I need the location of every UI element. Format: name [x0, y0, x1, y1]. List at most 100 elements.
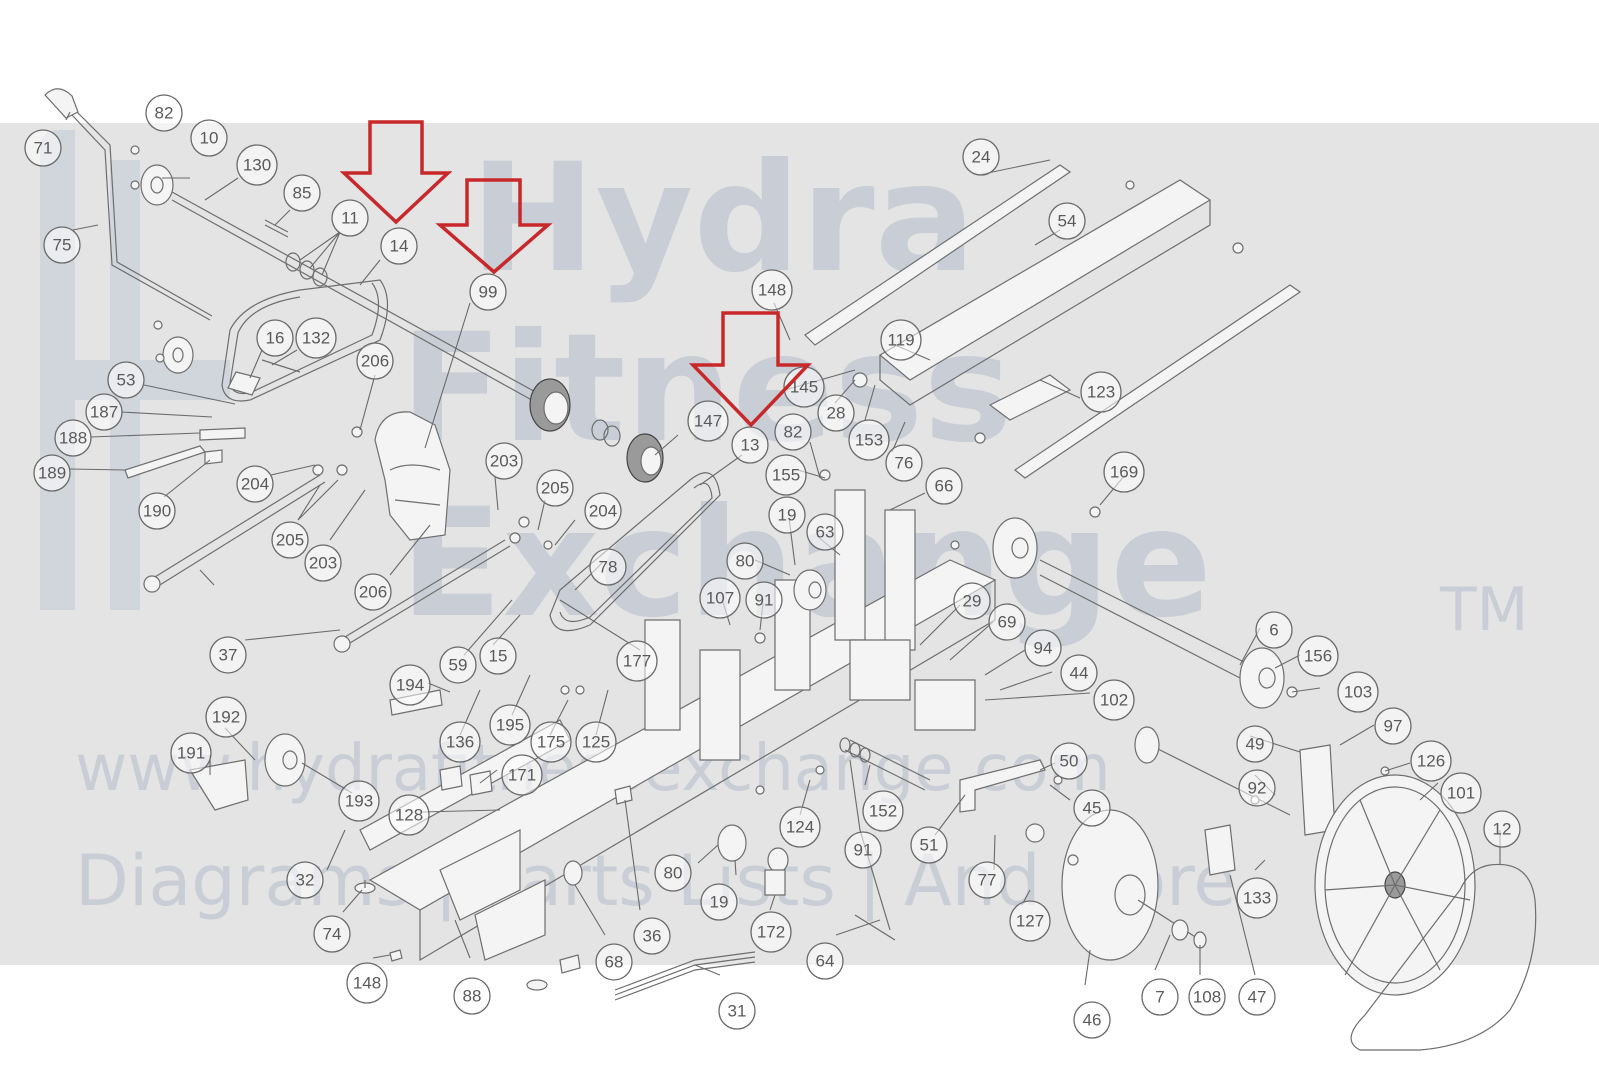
- callout-77: 77: [968, 861, 1006, 899]
- callout-53: 53: [107, 361, 145, 399]
- callout-123: 123: [1080, 371, 1122, 413]
- svg-text:82: 82: [784, 423, 803, 442]
- callout-10: 10: [190, 119, 228, 157]
- svg-text:69: 69: [998, 613, 1017, 632]
- svg-text:192: 192: [212, 708, 240, 727]
- svg-text:124: 124: [786, 818, 814, 837]
- callout-205: 205: [536, 469, 574, 507]
- callout-188: 188: [54, 419, 92, 457]
- svg-text:28: 28: [827, 404, 846, 423]
- svg-text:88: 88: [463, 987, 482, 1006]
- callout-175: 175: [530, 721, 572, 763]
- callout-28: 28: [817, 394, 855, 432]
- callout-19: 19: [768, 496, 806, 534]
- callout-206: 206: [354, 573, 392, 611]
- callout-16: 16: [256, 319, 294, 357]
- callout-124: 124: [779, 806, 821, 848]
- callout-15: 15: [479, 637, 517, 675]
- svg-text:136: 136: [446, 733, 474, 752]
- svg-text:29: 29: [963, 592, 982, 611]
- callout-145: 145: [783, 366, 825, 408]
- svg-text:11: 11: [341, 209, 359, 228]
- svg-text:172: 172: [757, 923, 785, 942]
- svg-text:15: 15: [489, 647, 508, 666]
- svg-text:148: 148: [353, 974, 381, 993]
- callout-19: 19: [700, 883, 738, 921]
- svg-text:71: 71: [34, 139, 53, 158]
- svg-text:204: 204: [589, 502, 617, 521]
- callout-127: 127: [1009, 900, 1051, 942]
- callout-148: 148: [751, 269, 793, 311]
- svg-text:127: 127: [1016, 912, 1044, 931]
- callout-193: 193: [338, 780, 380, 822]
- svg-text:92: 92: [1248, 779, 1267, 798]
- callout-82: 82: [774, 413, 812, 451]
- callout-37: 37: [209, 636, 247, 674]
- callout-82: 82: [145, 94, 183, 132]
- callout-91: 91: [844, 831, 882, 869]
- svg-text:91: 91: [755, 591, 774, 610]
- svg-text:147: 147: [694, 412, 722, 431]
- svg-text:10: 10: [200, 129, 219, 148]
- svg-text:47: 47: [1248, 988, 1267, 1007]
- svg-text:24: 24: [972, 148, 991, 167]
- callout-31: 31: [718, 992, 756, 1030]
- callout-88: 88: [453, 977, 491, 1015]
- svg-text:32: 32: [296, 871, 315, 890]
- svg-text:51: 51: [920, 836, 939, 855]
- callout-75: 75: [43, 226, 81, 264]
- svg-text:44: 44: [1070, 664, 1089, 683]
- callout-125: 125: [575, 721, 617, 763]
- callout-91: 91: [745, 581, 783, 619]
- callout-192: 192: [205, 696, 247, 738]
- callout-66: 66: [925, 467, 963, 505]
- svg-text:80: 80: [736, 552, 755, 571]
- svg-text:82: 82: [155, 104, 174, 123]
- parts-artwork: [44, 88, 1537, 1051]
- callout-195: 195: [489, 704, 531, 746]
- callout-136: 136: [439, 721, 481, 763]
- svg-text:64: 64: [816, 952, 835, 971]
- callout-119: 119: [880, 319, 922, 361]
- callout-171: 171: [501, 754, 543, 796]
- callout-64: 64: [806, 942, 844, 980]
- svg-text:7: 7: [1155, 988, 1164, 1007]
- callout-24: 24: [962, 138, 1000, 176]
- callout-32: 32: [286, 861, 324, 899]
- callout-101: 101: [1440, 772, 1482, 814]
- callout-128: 128: [388, 794, 430, 836]
- svg-text:128: 128: [395, 806, 423, 825]
- svg-text:155: 155: [772, 466, 800, 485]
- callout-152: 152: [862, 790, 904, 832]
- svg-text:205: 205: [541, 479, 569, 498]
- callout-147: 147: [687, 400, 729, 442]
- callout-12: 12: [1483, 810, 1521, 848]
- callout-204: 204: [584, 492, 622, 530]
- callout-29: 29: [953, 582, 991, 620]
- callout-44: 44: [1060, 654, 1098, 692]
- callout-69: 69: [988, 603, 1026, 641]
- callout-203: 203: [485, 442, 523, 480]
- callout-54: 54: [1048, 202, 1086, 240]
- callout-132: 132: [295, 317, 337, 359]
- svg-text:13: 13: [741, 436, 760, 455]
- callout-102: 102: [1093, 679, 1135, 721]
- svg-text:50: 50: [1060, 752, 1079, 771]
- callout-155: 155: [765, 454, 807, 496]
- callout-153: 153: [848, 419, 890, 461]
- svg-text:203: 203: [309, 554, 337, 573]
- svg-text:68: 68: [605, 953, 624, 972]
- callout-13: 13: [731, 426, 769, 464]
- callout-71: 71: [24, 129, 62, 167]
- svg-text:195: 195: [496, 716, 524, 735]
- svg-text:108: 108: [1193, 988, 1221, 1007]
- callout-92: 92: [1238, 769, 1276, 807]
- callout-49: 49: [1236, 725, 1274, 763]
- svg-text:194: 194: [396, 676, 424, 695]
- callout-107: 107: [699, 577, 741, 619]
- arrow-13-icon: [688, 311, 813, 428]
- svg-text:31: 31: [728, 1002, 747, 1021]
- callout-206: 206: [356, 342, 394, 380]
- svg-text:177: 177: [623, 652, 651, 671]
